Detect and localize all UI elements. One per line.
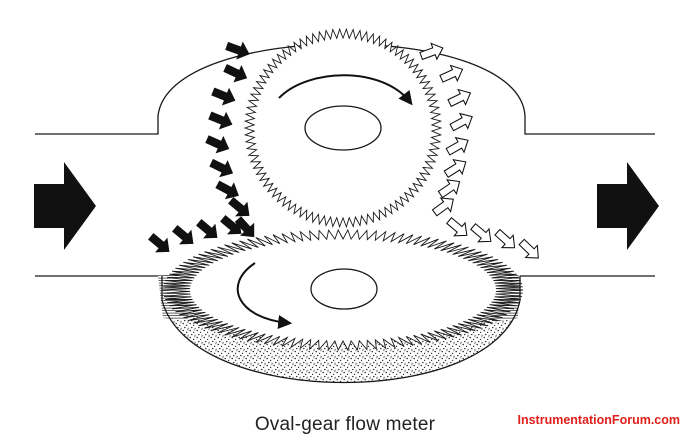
outflow-arrow-icon <box>437 179 461 199</box>
outlet-large-right-arrow-icon <box>597 162 659 250</box>
inflow-arrow-icon <box>220 215 242 235</box>
outflow-arrow-icon <box>445 136 469 156</box>
inflow-arrow-icon <box>148 233 170 253</box>
inflow-arrow-icon <box>172 225 194 245</box>
outflow-arrow-icon <box>446 217 468 237</box>
inflow-arrow-icon <box>196 219 218 239</box>
outflow-arrow-icon <box>431 197 454 217</box>
outflow-arrow-icon <box>470 223 492 243</box>
lower-chamber-outline <box>161 276 521 384</box>
inlet-large-right-arrow-icon <box>34 162 96 250</box>
lower-oval-gear <box>162 228 524 352</box>
upper-oval-gear <box>243 27 443 229</box>
inflow-arrow-icon <box>228 197 250 217</box>
inflow-arrow-icon <box>225 41 250 60</box>
outflow-arrow-icon <box>443 159 467 178</box>
lower-gear-hub <box>310 268 378 310</box>
upper-gear-teeth <box>243 27 443 229</box>
flow-arrows <box>148 41 539 259</box>
inflow-arrow-icon <box>209 158 234 178</box>
inflow-arrow-icon <box>208 111 233 130</box>
outflow-arrow-icon <box>518 238 539 259</box>
lower-rotation-curved-arrow-icon <box>236 262 293 329</box>
inflow-arrow-icon <box>223 64 248 83</box>
lower-gear-teeth <box>162 228 524 352</box>
inflow-arrow-icon <box>205 135 230 154</box>
outflow-arrow-icon <box>439 64 464 83</box>
upper-gear-hub <box>304 105 382 151</box>
inflow-arrow-icon <box>211 87 236 106</box>
outflow-arrow-icon <box>447 88 472 108</box>
outflow-arrow-icon <box>449 112 473 132</box>
outflow-arrow-icon <box>494 228 516 249</box>
diagram-caption: Oval-gear flow meter <box>254 414 436 435</box>
upper-rotation-curved-arrow-icon <box>278 74 413 106</box>
watermark: InstrumentationForum.com <box>517 413 680 427</box>
outflow-arrow-icon <box>419 42 444 61</box>
inflow-arrow-icon <box>215 180 239 200</box>
